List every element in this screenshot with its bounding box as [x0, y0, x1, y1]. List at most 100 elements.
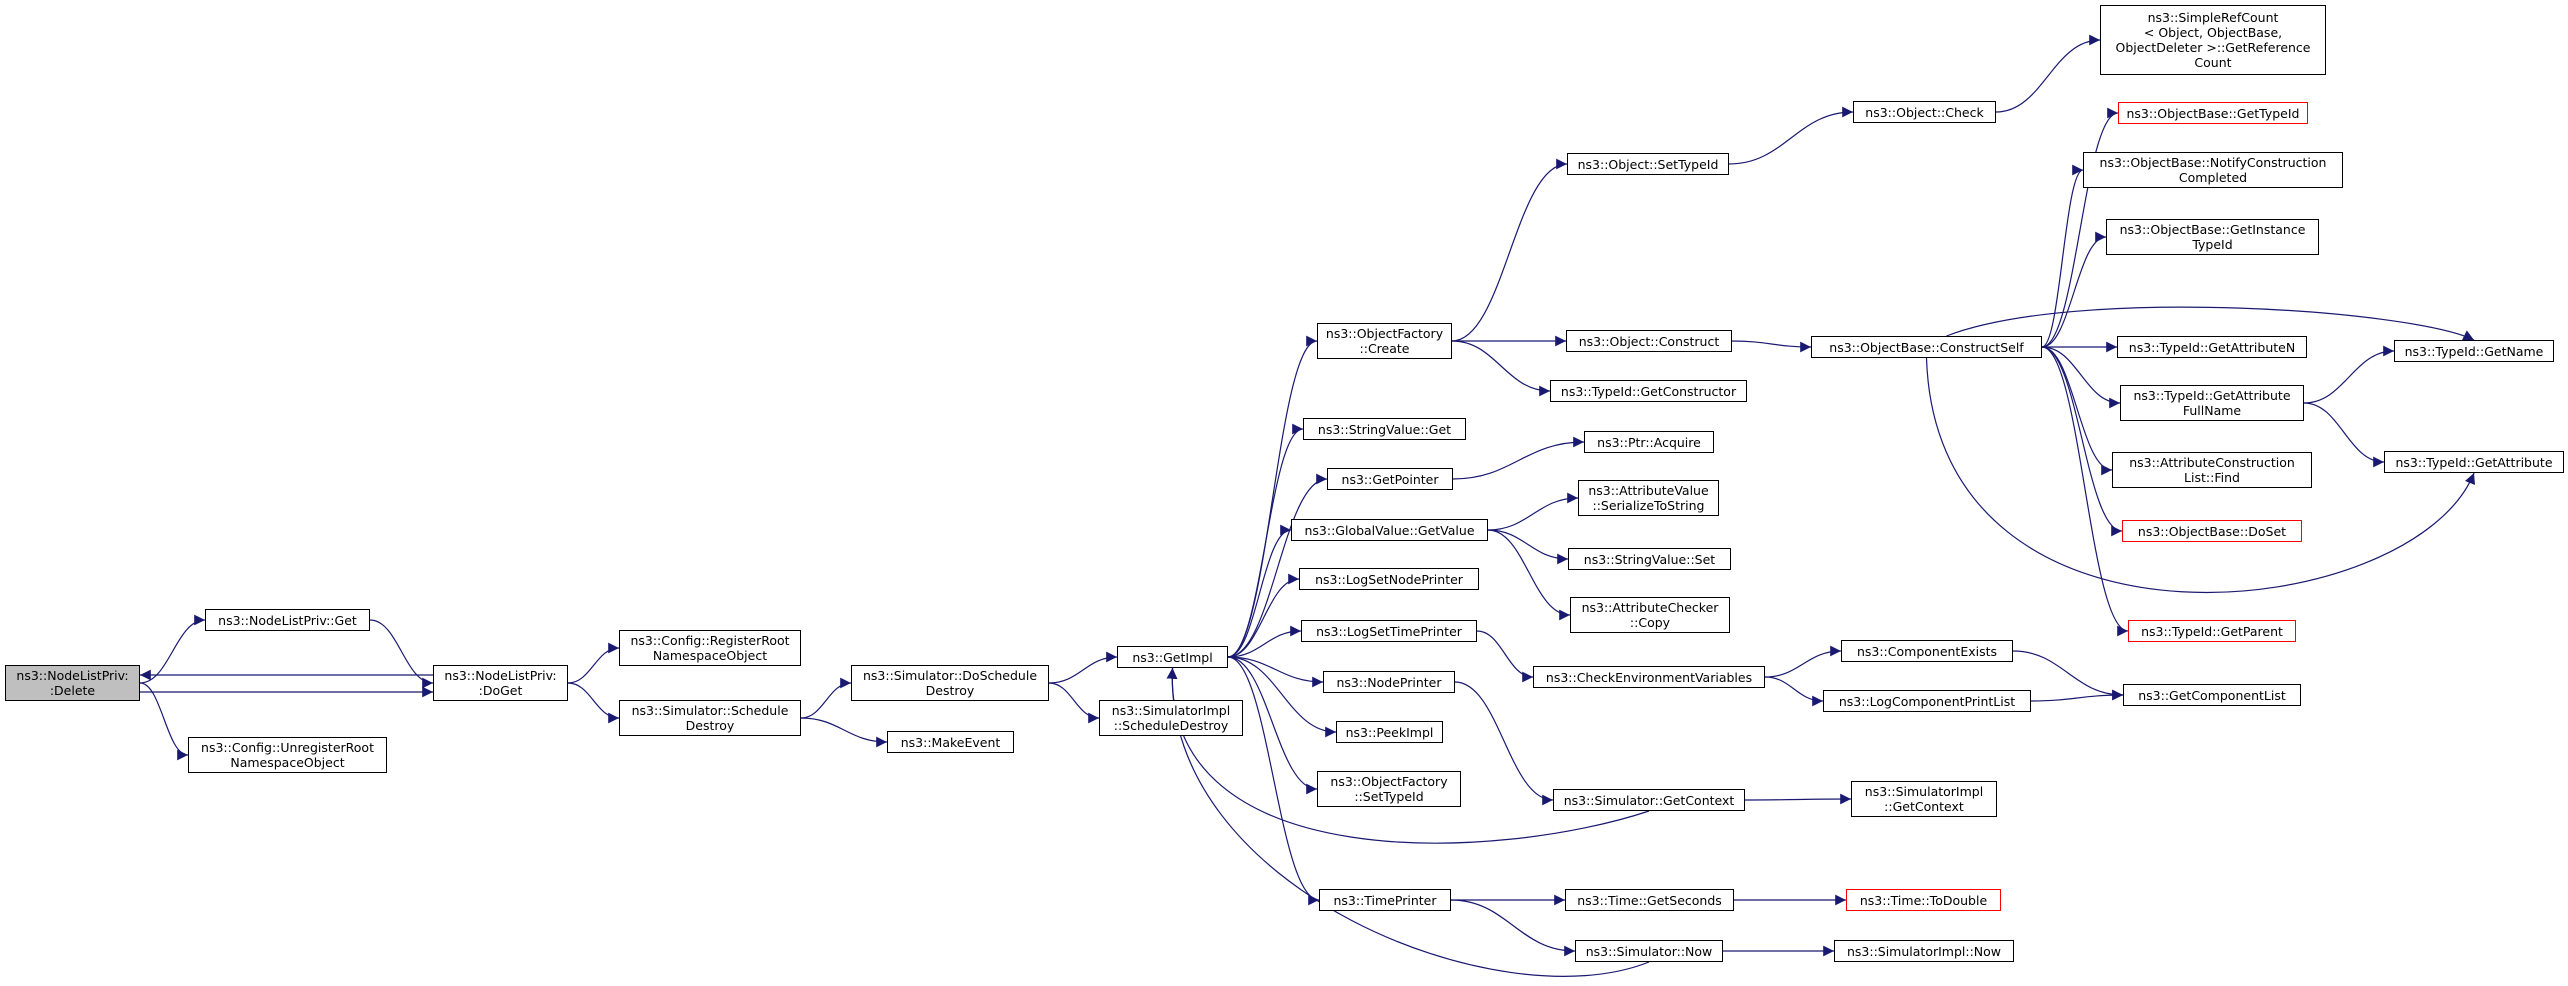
edge-delete-to-unreg: [139, 682, 189, 761]
edge-gv-getvalue-to-av-serialize: [1487, 492, 1579, 531]
edge-sched-to-makeevent: [800, 717, 888, 748]
edge-timeprinter-to-sim-now: [1450, 899, 1576, 957]
edge-nodeprinter-to-sim-getctx: [1454, 681, 1554, 806]
edge-dosched-to-getimpl: [1048, 651, 1118, 684]
edge-sim-getctx-to-simimpl-getctx: [1744, 793, 1852, 805]
edge-doget-to-sched: [567, 682, 620, 724]
edge-gv-getvalue-to-ac-copy: [1487, 529, 1571, 621]
edge-getimpl-to-sv-get: [1227, 423, 1304, 658]
edge-tid-getattrfull-to-tid-getattr: [2303, 402, 2385, 468]
node-sim-getctx[interactable]: ns3::Simulator::GetContext: [1553, 789, 1745, 811]
edge-getimpl-to-timeprinter: [1227, 656, 1320, 906]
node-doget[interactable]: ns3::NodeListPriv: :DoGet: [433, 665, 568, 701]
edge-ob-constructself-to-acl-find: [2041, 346, 2113, 476]
node-tid-getctor[interactable]: ns3::TypeId::GetConstructor: [1550, 380, 1747, 402]
edge-checkenv-to-lcpl: [1764, 676, 1824, 707]
node-ob-getinst[interactable]: ns3::ObjectBase::GetInstance TypeId: [2106, 219, 2319, 255]
node-peekimpl[interactable]: ns3::PeekImpl: [1336, 721, 1443, 743]
edge-getimpl-to-peekimpl: [1227, 656, 1337, 738]
edge-ob-constructself-to-tid-getname: [1946, 306, 2475, 341]
node-lcpl[interactable]: ns3::LogComponentPrintList: [1823, 690, 2031, 712]
edge-ob-constructself-to-ob-getinst: [2041, 231, 2107, 348]
node-makeevent[interactable]: ns3::MakeEvent: [887, 731, 1014, 753]
node-unreg[interactable]: ns3::Config::UnregisterRoot NamespaceObj…: [188, 737, 387, 773]
node-time-getsec[interactable]: ns3::Time::GetSeconds: [1565, 889, 1734, 911]
node-sv-get[interactable]: ns3::StringValue::Get: [1303, 418, 1466, 440]
edge-ob-constructself-to-tid-getattrfull: [2041, 346, 2121, 409]
node-tid-getattr[interactable]: ns3::TypeId::GetAttribute: [2384, 451, 2564, 473]
node-ob-doset[interactable]: ns3::ObjectBase::DoSet: [2122, 520, 2302, 542]
node-obj-settypeid[interactable]: ns3::Object::SetTypeId: [1567, 153, 1729, 175]
node-sim-now[interactable]: ns3::Simulator::Now: [1575, 940, 1723, 962]
node-obj-check[interactable]: ns3::Object::Check: [1853, 101, 1996, 123]
node-lstp[interactable]: ns3::LogSetTimePrinter: [1301, 620, 1477, 642]
edge-sched-to-dosched: [800, 677, 852, 719]
edge-obj-construct-to-ob-constructself: [1731, 340, 1812, 353]
edge-getpointer-to-ptr-acquire: [1452, 436, 1585, 480]
node-tid-getparent[interactable]: ns3::TypeId::GetParent: [2128, 620, 2296, 642]
edge-sim-now-to-getimpl: [1166, 667, 1650, 977]
node-gv-getvalue[interactable]: ns3::GlobalValue::GetValue: [1291, 519, 1488, 541]
node-ob-notify[interactable]: ns3::ObjectBase::NotifyConstruction Comp…: [2083, 152, 2343, 188]
edge-delete-to-nlp-get: [139, 614, 206, 684]
edge-compexists-to-getcomplist: [2012, 650, 2124, 701]
edge-checkenv-to-compexists: [1764, 645, 1842, 678]
node-nlp-get[interactable]: ns3::NodeListPriv::Get: [205, 609, 370, 631]
node-of-create[interactable]: ns3::ObjectFactory ::Create: [1317, 323, 1452, 359]
edge-of-create-to-obj-settypeid: [1451, 158, 1568, 342]
node-acl-find[interactable]: ns3::AttributeConstruction List::Find: [2112, 452, 2312, 488]
edge-getimpl-to-of-settypeid: [1227, 656, 1318, 795]
node-getpointer[interactable]: ns3::GetPointer: [1327, 468, 1453, 490]
node-delete[interactable]: ns3::NodeListPriv: :Delete: [5, 665, 140, 701]
node-compexists[interactable]: ns3::ComponentExists: [1841, 640, 2013, 662]
node-nodeprinter[interactable]: ns3::NodePrinter: [1323, 671, 1455, 693]
node-sched[interactable]: ns3::Simulator::Schedule Destroy: [619, 700, 801, 736]
edge-ob-constructself-to-ob-doset: [2041, 346, 2123, 537]
edge-getimpl-to-getpointer: [1227, 473, 1328, 658]
node-ob-constructself[interactable]: ns3::ObjectBase::ConstructSelf: [1811, 336, 2042, 358]
edge-ob-constructself-to-ob-notify: [2041, 164, 2084, 348]
edge-getimpl-to-nodeprinter: [1227, 656, 1324, 688]
node-tid-getattrfull[interactable]: ns3::TypeId::GetAttribute FullName: [2120, 385, 2304, 421]
node-simimpl-now[interactable]: ns3::SimulatorImpl::Now: [1834, 940, 2014, 962]
edge-lstp-to-checkenv: [1476, 630, 1534, 683]
node-sv-set[interactable]: ns3::StringValue::Set: [1568, 548, 1731, 570]
node-ptr-acquire[interactable]: ns3::Ptr::Acquire: [1584, 431, 1714, 453]
node-obj-construct[interactable]: ns3::Object::Construct: [1566, 330, 1732, 352]
node-getcomplist[interactable]: ns3::GetComponentList: [2123, 684, 2301, 706]
node-tid-getattrn[interactable]: ns3::TypeId::GetAttributeN: [2117, 336, 2307, 358]
node-checkenv[interactable]: ns3::CheckEnvironmentVariables: [1533, 666, 1765, 688]
edge-nlp-get-to-doget: [369, 619, 434, 689]
edge-doget-to-reg: [567, 642, 620, 684]
edge-gv-getvalue-to-sv-set: [1487, 529, 1569, 565]
node-simimpl-getctx[interactable]: ns3::SimulatorImpl ::GetContext: [1851, 781, 1997, 817]
node-reg[interactable]: ns3::Config::RegisterRoot NamespaceObjec…: [619, 630, 801, 666]
edge-ob-constructself-to-tid-getattr: [1925, 357, 2475, 594]
edge-obj-settypeid-to-obj-check: [1728, 106, 1854, 165]
edge-sim-getctx-to-getimpl: [1166, 667, 1650, 844]
edge-tid-getattrfull-to-tid-getname: [2303, 345, 2395, 404]
node-ob-gettypeid[interactable]: ns3::ObjectBase::GetTypeId: [2118, 102, 2308, 124]
edge-ob-constructself-to-ob-gettypeid: [2041, 107, 2119, 348]
node-dosched[interactable]: ns3::Simulator::DoSchedule Destroy: [851, 665, 1049, 701]
edge-dosched-to-simimpl-sd: [1048, 682, 1100, 724]
edge-ob-constructself-to-tid-getparent: [2041, 346, 2129, 637]
edge-obj-check-to-srefcount: [1995, 34, 2101, 113]
edge-getimpl-to-lsnp: [1227, 573, 1300, 658]
node-srefcount[interactable]: ns3::SimpleRefCount < Object, ObjectBase…: [2100, 5, 2326, 75]
edge-getimpl-to-lstp: [1227, 625, 1302, 658]
edge-getimpl-to-gv-getvalue: [1227, 524, 1292, 658]
node-timeprinter[interactable]: ns3::TimePrinter: [1319, 889, 1451, 911]
edge-of-create-to-tid-getctor: [1451, 340, 1551, 397]
node-time-todouble[interactable]: ns3::Time::ToDouble: [1846, 889, 2001, 911]
node-tid-getname[interactable]: ns3::TypeId::GetName: [2394, 340, 2554, 362]
node-av-serialize[interactable]: ns3::AttributeValue ::SerializeToString: [1578, 480, 1719, 516]
node-simimpl-sd[interactable]: ns3::SimulatorImpl ::ScheduleDestroy: [1099, 700, 1243, 736]
node-getimpl[interactable]: ns3::GetImpl: [1117, 646, 1228, 668]
node-of-settypeid[interactable]: ns3::ObjectFactory ::SetTypeId: [1317, 771, 1461, 807]
edge-lcpl-to-getcomplist: [2030, 689, 2124, 702]
node-lsnp[interactable]: ns3::LogSetNodePrinter: [1299, 568, 1479, 590]
node-ac-copy[interactable]: ns3::AttributeChecker ::Copy: [1570, 597, 1730, 633]
